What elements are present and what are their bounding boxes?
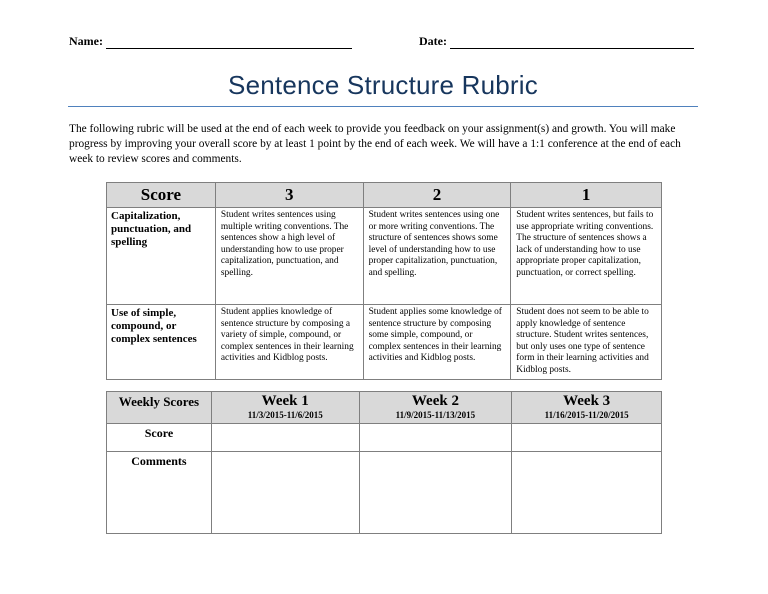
comments-row: Comments (106, 451, 662, 534)
week-label: Week 2 (411, 393, 459, 409)
weekly-scores-table: Weekly Scores Week 1 11/3/2015-11/6/2015… (106, 391, 662, 534)
rubric-header-3: 3 (214, 182, 364, 208)
rubric-header-2: 2 (362, 182, 512, 208)
descriptor-cell: Student applies knowledge of sentence st… (214, 304, 364, 380)
week-label: Week 1 (261, 393, 309, 409)
date-blank-line[interactable] (449, 36, 694, 49)
week-2-header: Week 2 11/9/2015-11/13/2015 (358, 391, 513, 424)
score-row: Score (106, 423, 662, 452)
date-label: Date: (419, 34, 447, 48)
rubric-header-1: 1 (510, 182, 662, 208)
name-label: Name: (69, 34, 103, 48)
title-divider (68, 106, 698, 107)
criterion-cell: Use of simple, compound, or complex sent… (106, 304, 216, 380)
week-1-score-cell[interactable] (210, 423, 360, 452)
descriptor-cell: Student writes sentences using one or mo… (362, 207, 512, 305)
comments-label: Comments (106, 451, 212, 534)
rubric-row-capitalization: Capitalization, punctuation, and spellin… (106, 207, 662, 305)
week-2-score-cell[interactable] (358, 423, 513, 452)
weekly-scores-header: Weekly Scores (106, 391, 212, 424)
rubric-header-row: Score 3 2 1 (106, 182, 662, 208)
week-label: Week 3 (563, 393, 611, 409)
score-label: Score (106, 423, 212, 452)
rubric-row-sentence-types: Use of simple, compound, or complex sent… (106, 304, 662, 380)
rubric-header-score: Score (106, 182, 216, 208)
date-field: Date: (419, 34, 694, 49)
weekly-header-row: Weekly Scores Week 1 11/3/2015-11/6/2015… (106, 391, 662, 424)
week-1-comments-cell[interactable] (210, 451, 360, 534)
intro-paragraph: The following rubric will be used at the… (69, 123, 681, 165)
week-3-header: Week 3 11/16/2015-11/20/2015 (511, 391, 662, 424)
page-title: Sentence Structure Rubric (228, 70, 538, 100)
criterion-cell: Capitalization, punctuation, and spellin… (106, 207, 216, 305)
descriptor-cell: Student writes sentences using multiple … (214, 207, 364, 305)
week-dates: 11/16/2015-11/20/2015 (544, 410, 629, 420)
name-field: Name: (69, 34, 352, 49)
descriptor-cell: Student does not seem to be able to appl… (510, 304, 662, 380)
week-1-header: Week 1 11/3/2015-11/6/2015 (210, 391, 360, 424)
rubric-table: Score 3 2 1 Capitalization, punctuation,… (106, 182, 662, 380)
descriptor-cell: Student applies some knowledge of senten… (362, 304, 512, 380)
descriptor-cell: Student writes sentences, but fails to u… (510, 207, 662, 305)
week-dates: 11/9/2015-11/13/2015 (395, 410, 476, 420)
week-2-comments-cell[interactable] (358, 451, 513, 534)
week-3-comments-cell[interactable] (511, 451, 662, 534)
name-blank-line[interactable] (105, 36, 352, 49)
week-3-score-cell[interactable] (511, 423, 662, 452)
week-dates: 11/3/2015-11/6/2015 (247, 410, 323, 420)
